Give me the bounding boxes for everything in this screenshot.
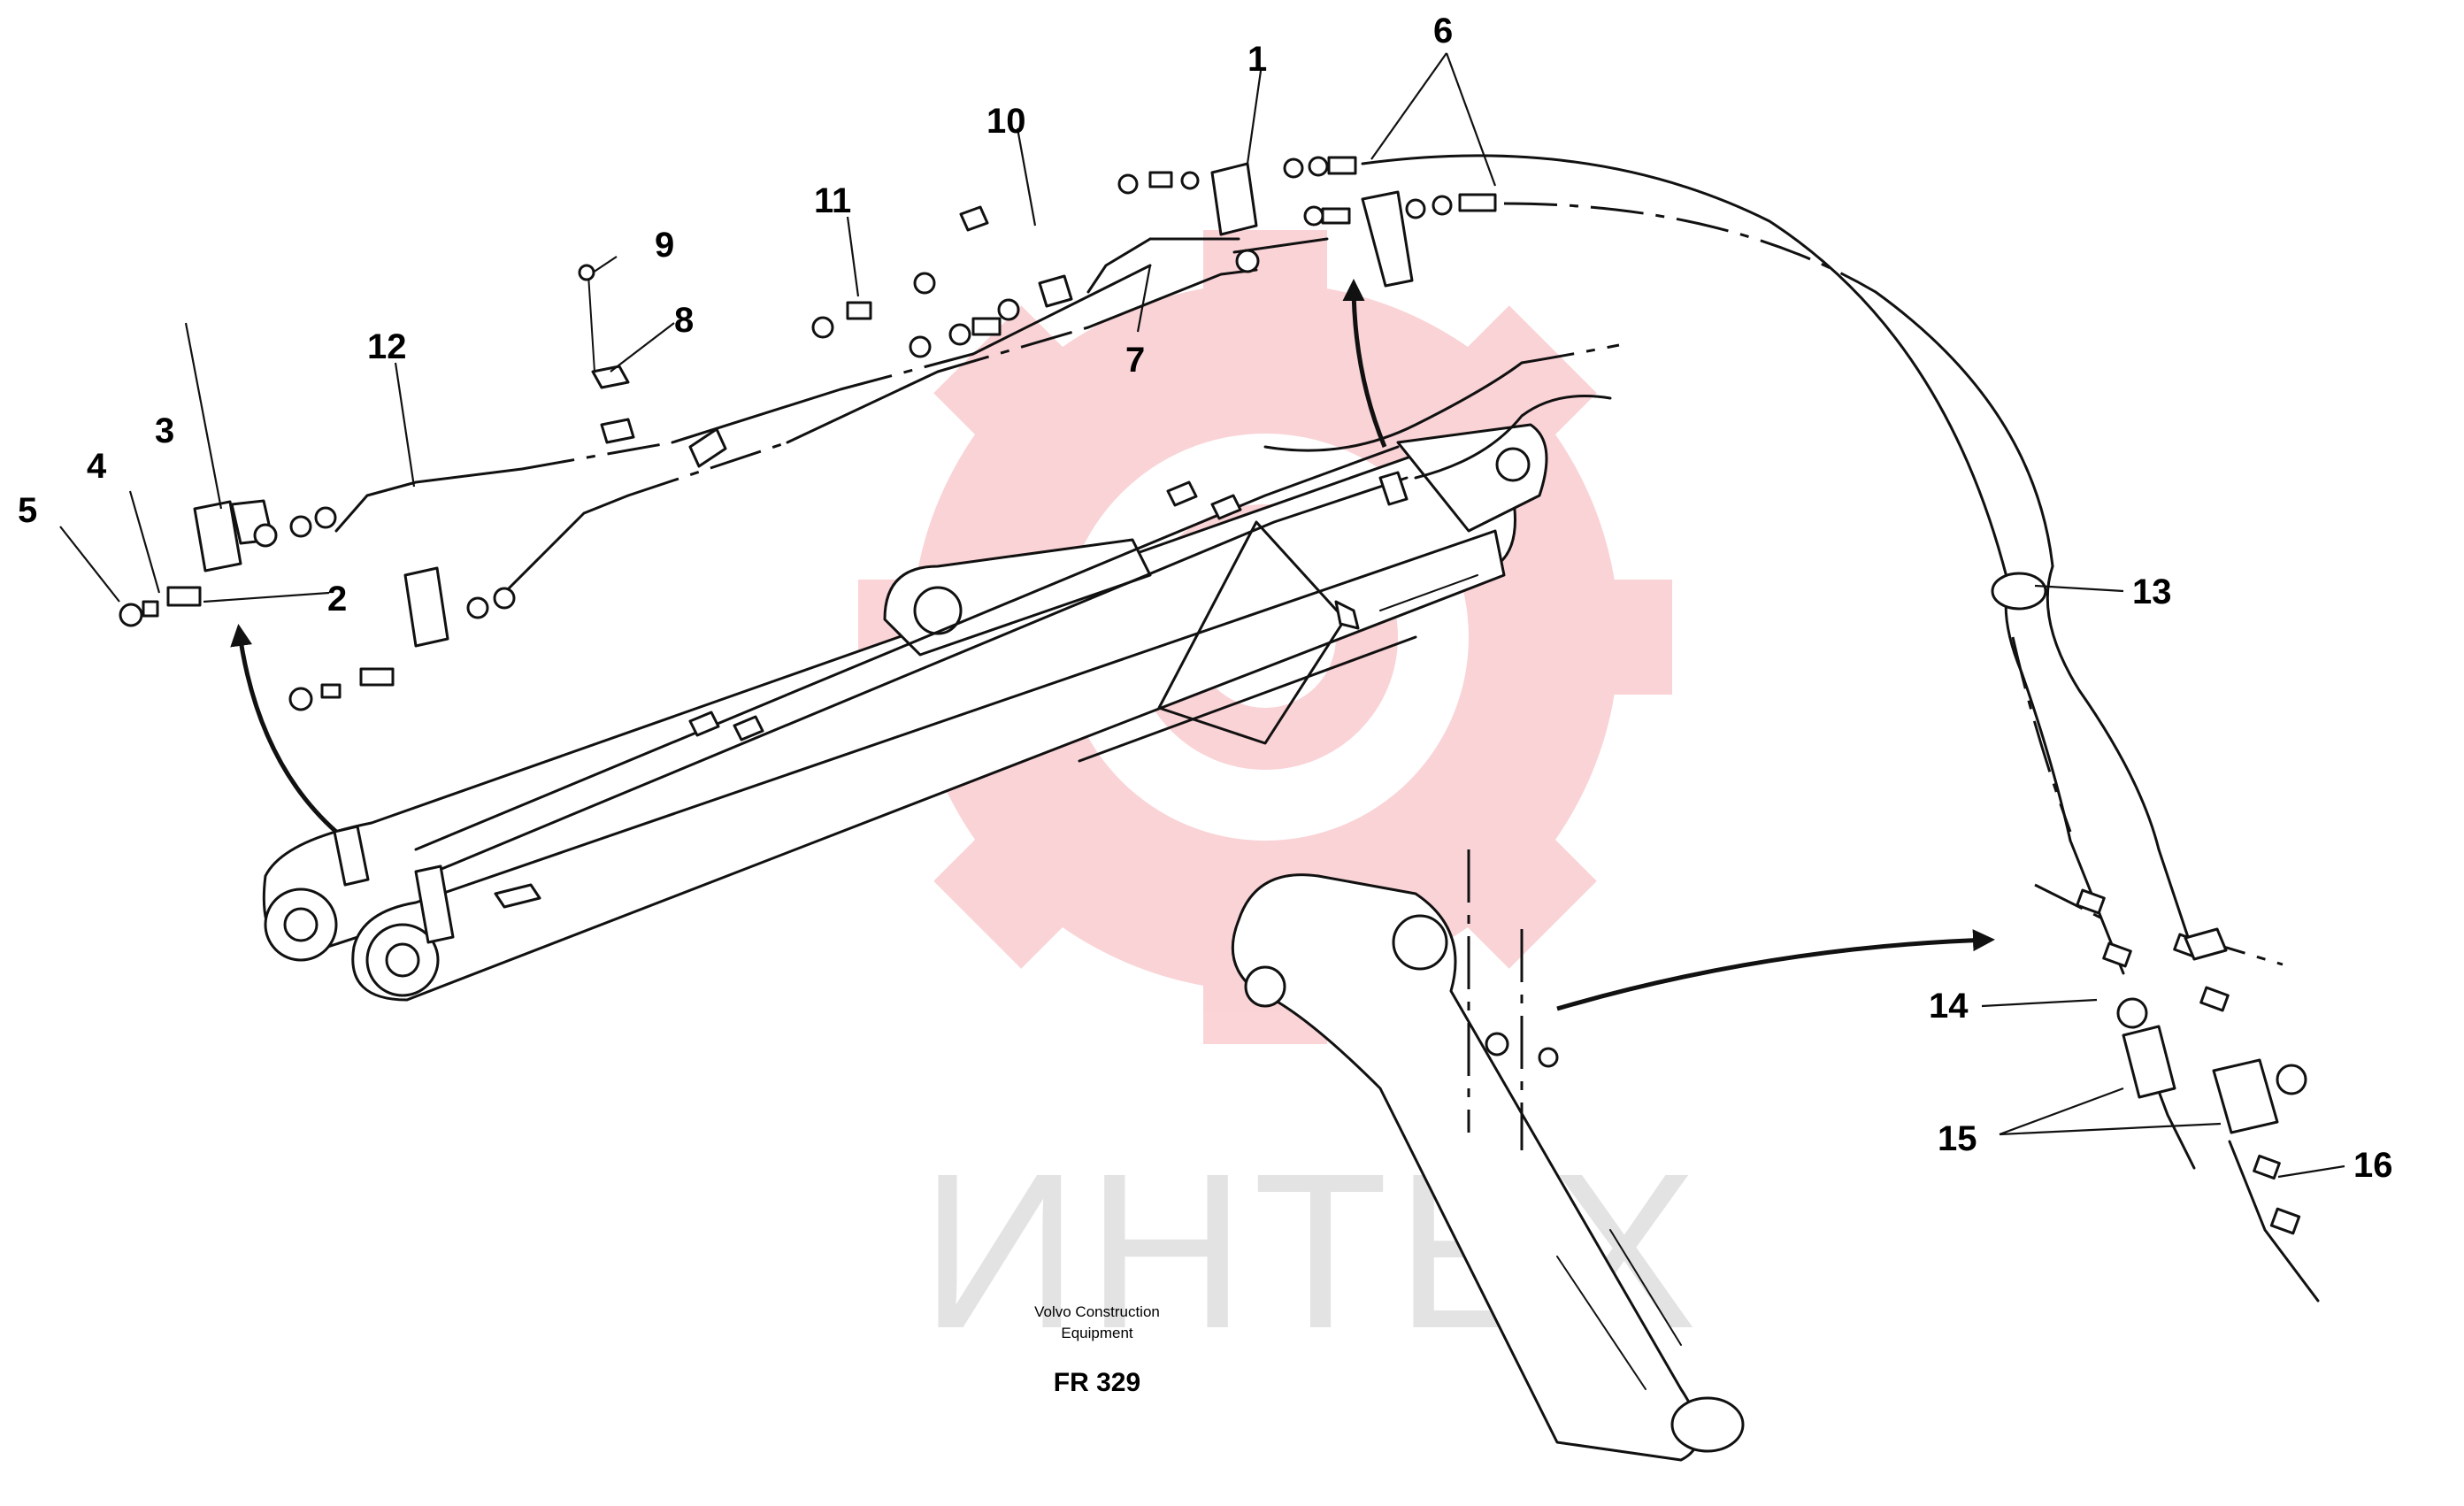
drawing-caption: Volvo Construction Equipment FR 329: [1034, 1303, 1160, 1397]
callout-11: 11: [814, 181, 851, 220]
callout-3: 3: [155, 411, 174, 450]
boom-assembly: [262, 423, 1548, 1002]
callout-10: 10: [986, 102, 1026, 141]
drawing-code: FR 329: [1054, 1368, 1140, 1397]
flow-arrows: [230, 279, 1995, 1011]
callout-6: 6: [1433, 12, 1453, 50]
callout-14: 14: [1929, 987, 1969, 1026]
boom-end-brackets: [333, 825, 455, 944]
lower-hose-fittings: [2034, 839, 2320, 1302]
caption-line-2: Equipment: [1061, 1325, 1133, 1341]
callout-5: 5: [18, 491, 37, 530]
overhead-hoses: [1361, 154, 2161, 851]
callout-1: 1: [1247, 40, 1267, 79]
callout-13: 13: [2132, 572, 2172, 611]
callout-2: 2: [327, 580, 347, 619]
callout-numbers: 1 2 3 4 5 6 7 8 9 10 11 12 13 14 15 16: [18, 12, 2393, 1185]
callout-16: 16: [2353, 1146, 2393, 1185]
callout-12: 12: [367, 327, 407, 366]
callout-7: 7: [1125, 341, 1145, 380]
callout-15: 15: [1938, 1119, 1977, 1158]
callout-8: 8: [674, 301, 694, 340]
caption-line-1: Volvo Construction: [1034, 1303, 1160, 1320]
dipper-arm: [1231, 849, 1745, 1462]
tube-set-12: [334, 237, 1329, 603]
callout-leader-lines: [59, 52, 2345, 1179]
fittings-and-clamps: [119, 156, 1497, 711]
boom-hydraulic-lines: [414, 343, 1620, 878]
callout-9: 9: [655, 226, 674, 265]
callout-4: 4: [87, 447, 107, 486]
